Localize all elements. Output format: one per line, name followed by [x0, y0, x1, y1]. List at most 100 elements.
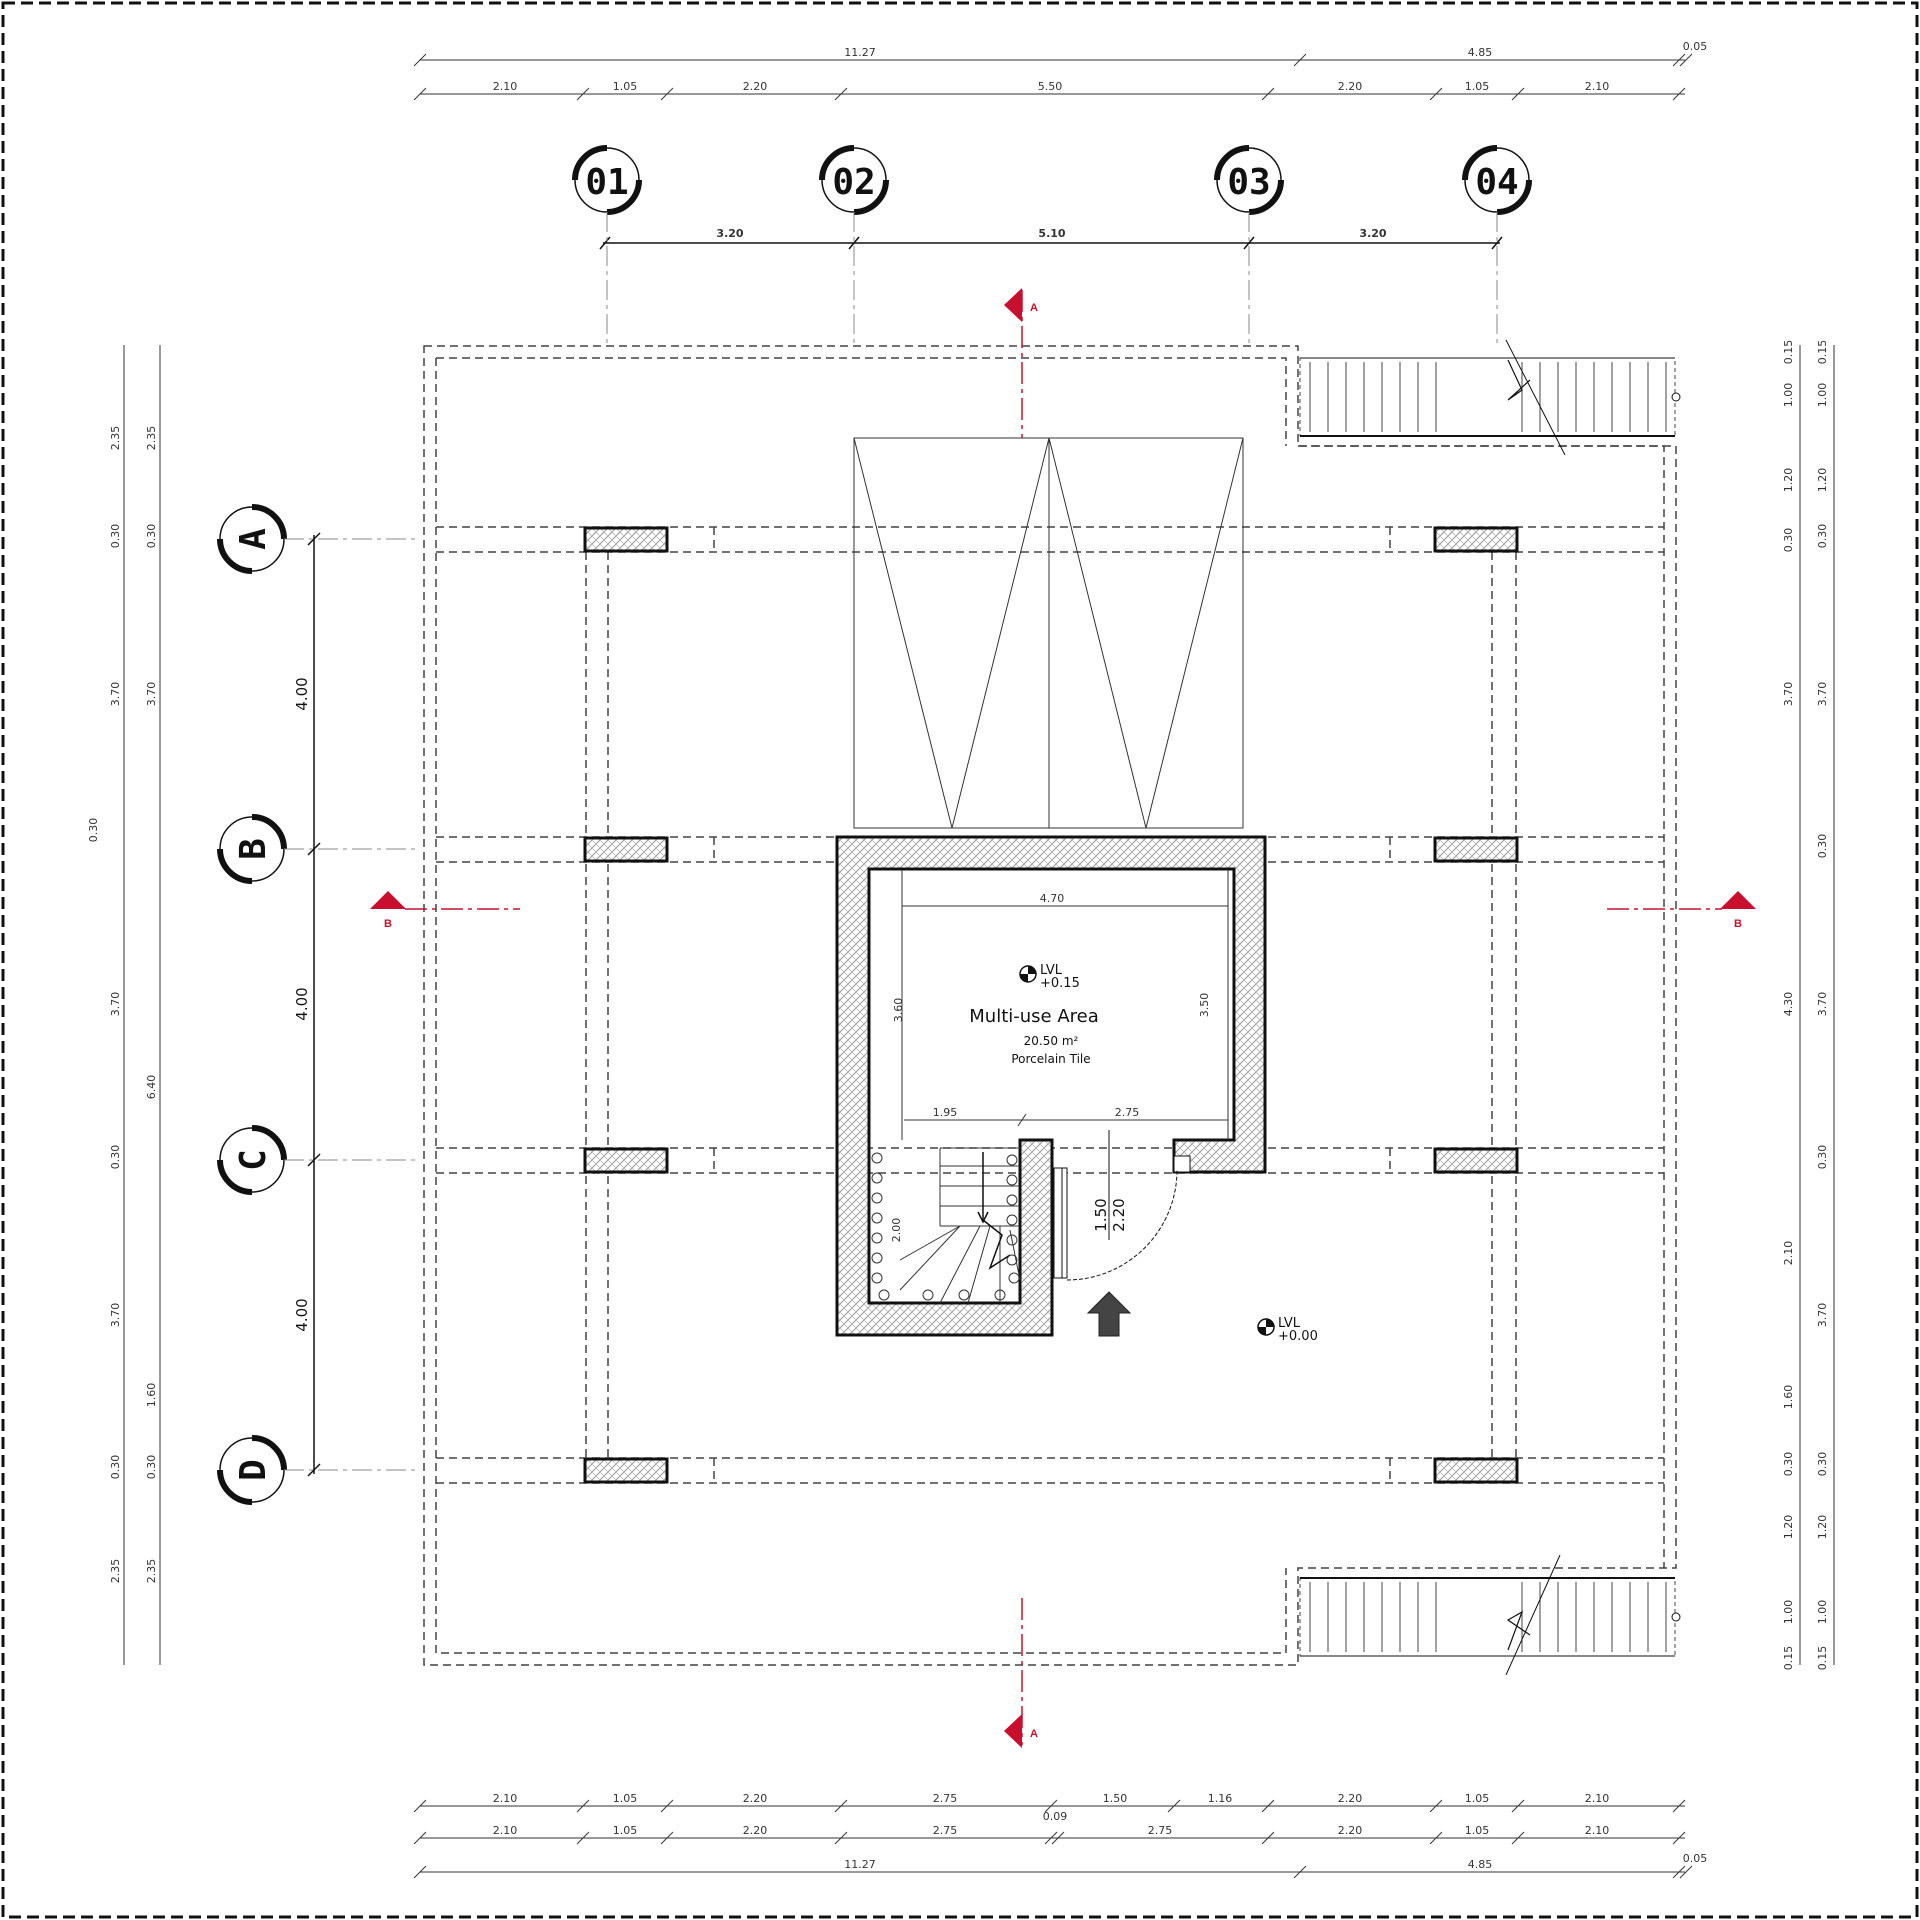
- svg-text:1.16: 1.16: [1208, 1792, 1233, 1805]
- svg-text:1.05: 1.05: [1465, 1824, 1490, 1837]
- grid-bubble-04: 04: [1462, 145, 1532, 215]
- svg-text:2.75: 2.75: [933, 1824, 958, 1837]
- svg-text:0.30: 0.30: [145, 1455, 158, 1480]
- svg-text:3.70: 3.70: [1782, 682, 1795, 707]
- svg-text:2.10: 2.10: [1782, 1241, 1795, 1266]
- dim-room-bottom-left: 1.95: [933, 1106, 958, 1119]
- dim-top2-5: 2.20: [1338, 80, 1363, 93]
- svg-text:2.20: 2.20: [743, 1824, 768, 1837]
- bottom-dimensions: 2.10 1.05 2.20 2.75 1.50 1.16 2.20 1.05 …: [413, 1792, 1707, 1879]
- door: 1.50 2.20: [1053, 1130, 1178, 1337]
- room-multi-use: 4.70 1.95 2.75 3.60 3.50 LVL +0.15 Multi…: [892, 892, 1228, 1127]
- svg-text:0.30: 0.30: [1816, 834, 1829, 859]
- section-b-left-marker: [370, 891, 406, 909]
- dim-top2-1: 2.10: [493, 80, 518, 93]
- grid-bubble-03: 03: [1214, 145, 1284, 215]
- svg-text:0.30: 0.30: [1782, 1452, 1795, 1477]
- svg-text:3.70: 3.70: [109, 992, 122, 1017]
- svg-text:4.85: 4.85: [1468, 1858, 1493, 1871]
- svg-text:1.20: 1.20: [1816, 468, 1829, 493]
- level-value-1: +0.15: [1040, 976, 1080, 991]
- dim-top2-4: 5.50: [1038, 80, 1063, 93]
- section-a-bottom-marker: [1004, 1714, 1022, 1748]
- svg-text:3.70: 3.70: [109, 1303, 122, 1328]
- section-b-right-marker: [1720, 891, 1756, 909]
- svg-text:4.30: 4.30: [1782, 992, 1795, 1017]
- grid-columns: 01 02 03 04 3.20 5.10 3.20: [572, 145, 1532, 345]
- svg-text:02: 02: [832, 162, 875, 203]
- svg-text:3.70: 3.70: [109, 682, 122, 707]
- svg-text:1.20: 1.20: [1816, 1515, 1829, 1540]
- grid-bubble-D: D: [217, 1435, 287, 1505]
- dim-top2-3: 2.20: [743, 80, 768, 93]
- svg-text:2.10: 2.10: [1585, 1824, 1610, 1837]
- grid-bubble-B: B: [217, 814, 287, 884]
- svg-text:3.70: 3.70: [1816, 1303, 1829, 1328]
- svg-text:3.70: 3.70: [1816, 682, 1829, 707]
- svg-text:1.05: 1.05: [613, 1792, 638, 1805]
- dim-row-spacing-1: 4.00: [293, 677, 311, 710]
- svg-text:1.05: 1.05: [1465, 1792, 1490, 1805]
- room-finish: Porcelain Tile: [1011, 1052, 1090, 1066]
- svg-text:0.15: 0.15: [1816, 1646, 1829, 1671]
- svg-text:1.00: 1.00: [1782, 1600, 1795, 1625]
- dim-room-right: 3.50: [1198, 993, 1211, 1018]
- svg-text:0.30: 0.30: [1816, 1452, 1829, 1477]
- dim-top2-7: 2.10: [1585, 80, 1610, 93]
- dim-room-width: 4.70: [1040, 892, 1065, 905]
- top-dimensions: 11.27 4.85 0.05 2.10 1.05 2.20 5.50 2.20…: [413, 40, 1708, 101]
- svg-text:0.30: 0.30: [1816, 524, 1829, 549]
- dim-col-spacing-2: 5.10: [1038, 227, 1065, 240]
- svg-text:03: 03: [1227, 162, 1270, 203]
- dim-top-11-27: 11.27: [844, 46, 876, 59]
- dim-col-spacing-1: 3.20: [716, 227, 743, 240]
- svg-text:A: A: [233, 528, 274, 550]
- section-b-left-label: B: [384, 918, 392, 930]
- svg-text:1.05: 1.05: [613, 1824, 638, 1837]
- dim-top2-6: 1.05: [1465, 80, 1490, 93]
- dim-top-0-05: 0.05: [1683, 40, 1708, 53]
- svg-text:1.20: 1.20: [1782, 468, 1795, 493]
- level-marker-icon: [1257, 1318, 1275, 1336]
- svg-text:1.50: 1.50: [1103, 1792, 1128, 1805]
- level-label-2: LVL: [1278, 1316, 1301, 1331]
- section-markers: A A B B: [370, 288, 1756, 1748]
- right-dimensions: 0.15 1.00 1.20 0.30 3.70 4.30 2.10 1.60 …: [1782, 340, 1835, 1671]
- svg-text:2.10: 2.10: [1585, 1792, 1610, 1805]
- svg-text:0.15: 0.15: [1816, 340, 1829, 365]
- grid-bubble-A: A: [217, 504, 287, 574]
- dim-row-spacing-3: 4.00: [293, 1298, 311, 1331]
- external-stair-bottom: [1299, 1554, 1681, 1676]
- svg-text:2.20: 2.20: [1338, 1792, 1363, 1805]
- dim-stair: 2.00: [890, 1218, 903, 1243]
- ground-level: LVL +0.00: [1257, 1316, 1318, 1344]
- level-label-1: LVL: [1040, 963, 1063, 978]
- roof-opening: [853, 437, 1244, 829]
- section-a-top-label: A: [1030, 302, 1038, 314]
- dim-top2-2: 1.05: [613, 80, 638, 93]
- svg-text:0.30: 0.30: [87, 818, 100, 843]
- svg-text:0.30: 0.30: [109, 524, 122, 549]
- svg-text:0.15: 0.15: [1782, 340, 1795, 365]
- external-stair-top: [1299, 339, 1681, 456]
- svg-text:0.30: 0.30: [145, 524, 158, 549]
- svg-text:1.20: 1.20: [1782, 1515, 1795, 1540]
- svg-text:2.20: 2.20: [743, 1792, 768, 1805]
- section-a-top-marker: [1004, 288, 1022, 322]
- level-value-2: +0.00: [1278, 1329, 1318, 1344]
- entry-arrow-icon: [1086, 1291, 1132, 1337]
- svg-text:B: B: [233, 838, 274, 860]
- svg-text:0.30: 0.30: [109, 1455, 122, 1480]
- section-a-bottom-label: A: [1030, 1728, 1038, 1740]
- svg-text:3.70: 3.70: [1816, 992, 1829, 1017]
- dim-door-width: 1.50: [1092, 1198, 1110, 1231]
- svg-text:01: 01: [585, 162, 628, 203]
- dim-col-spacing-3: 3.20: [1359, 227, 1386, 240]
- svg-text:1.00: 1.00: [1816, 1600, 1829, 1625]
- svg-text:11.27: 11.27: [844, 1858, 876, 1871]
- svg-text:2.75: 2.75: [933, 1792, 958, 1805]
- svg-text:0.09: 0.09: [1043, 1810, 1068, 1823]
- dim-row-spacing-2: 4.00: [293, 987, 311, 1020]
